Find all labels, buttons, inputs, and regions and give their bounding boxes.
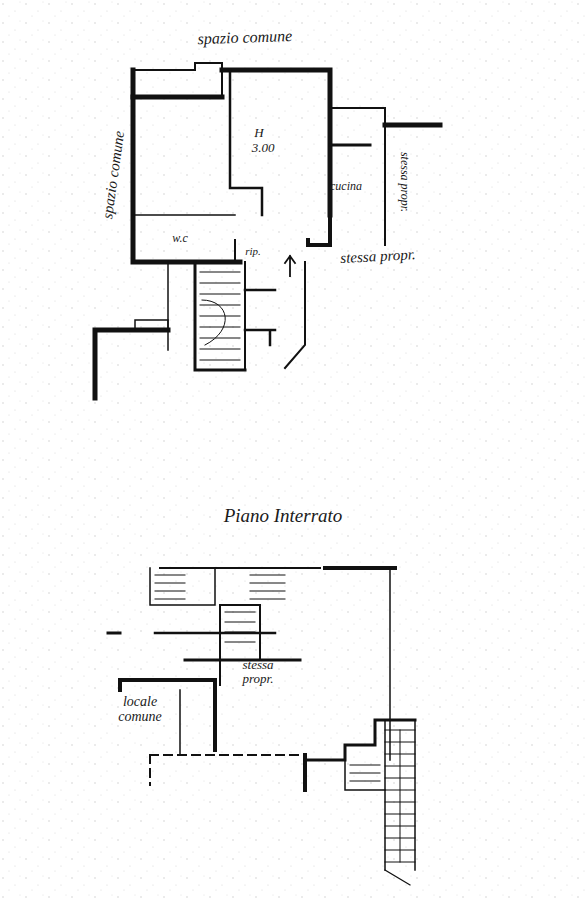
area-label: spazio comune [197, 28, 292, 48]
stair-tread [200, 305, 240, 306]
stair-tread [155, 599, 185, 600]
plan-heading: Piano Interrato [224, 506, 343, 526]
room-label: locale comune [110, 695, 170, 724]
stair-tread [350, 781, 380, 782]
stair-tread [200, 272, 240, 273]
stair-line [400, 730, 401, 862]
height-value: 3.00 [252, 141, 275, 155]
stair-tread [200, 283, 240, 284]
stair-tread [250, 575, 285, 576]
stair-tread [200, 316, 240, 317]
stair-tread [250, 599, 285, 600]
room-label: rip. [245, 246, 261, 258]
stair-tread [200, 294, 240, 295]
stair-tread [250, 583, 285, 584]
stair-tread [155, 575, 185, 576]
basement-plan [108, 568, 415, 885]
stair-tread [350, 765, 380, 766]
ground-floor-plan [95, 63, 440, 398]
stair-tread [225, 622, 255, 623]
property-label: stessa propr. [399, 152, 412, 212]
stair-tread [225, 642, 255, 643]
property-label: stessa propr. [227, 658, 289, 685]
room-label: w.c [172, 232, 187, 245]
stair-tread [350, 773, 380, 774]
stair-tread [225, 632, 255, 633]
height-mark: H [254, 126, 263, 140]
stair-tread [200, 360, 240, 361]
stair-tread [155, 591, 185, 592]
stair-tread [155, 583, 185, 584]
stair-tread [200, 349, 240, 350]
stair-tread [200, 338, 240, 339]
stair-tread [250, 591, 285, 592]
stair-line [202, 300, 225, 345]
room-label: cucina [330, 180, 362, 193]
stair-tread [200, 327, 240, 328]
stair-tread [225, 612, 255, 613]
